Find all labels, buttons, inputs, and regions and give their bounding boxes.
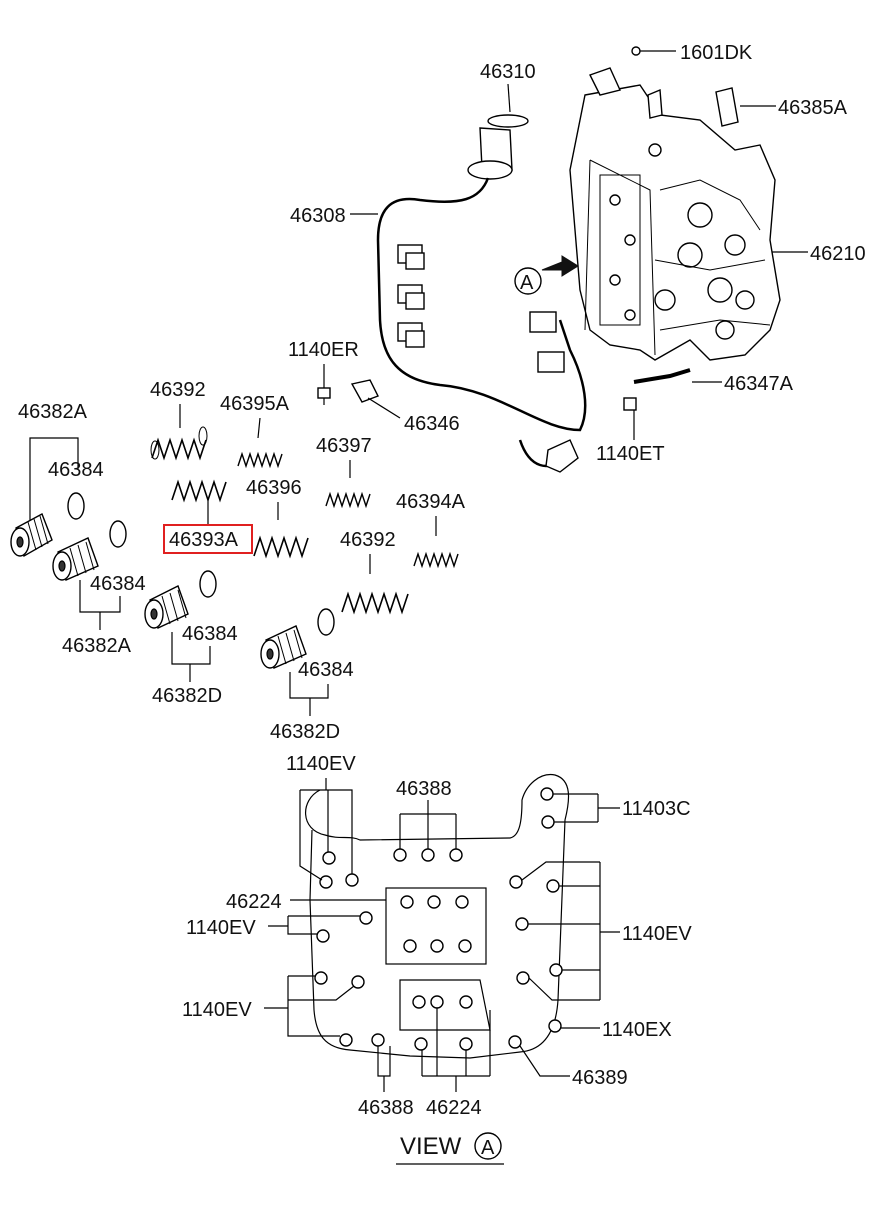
view-arrow-icon <box>541 255 579 277</box>
spring-46394a-icon <box>413 551 459 569</box>
label-1140EV-right: 1140EV <box>622 923 692 945</box>
label-46397: 46397 <box>316 435 372 457</box>
spool-46382a-lower-icon <box>52 537 99 581</box>
label-46394A: 46394A <box>396 491 466 513</box>
view-a-callout-circle <box>514 267 542 295</box>
label-1140EV-top: 1140EV <box>286 753 356 775</box>
label-46385A: 46385A <box>778 97 848 119</box>
label-46210: 46210 <box>810 243 866 265</box>
label-46347A: 46347A <box>724 373 794 395</box>
spring-46396-icon <box>253 535 309 559</box>
wiring-harness-46308 <box>376 177 587 432</box>
washer-46384-a-icon <box>67 492 85 520</box>
label-46392-upper: 46392 <box>150 379 206 401</box>
bolt-1140er-icon <box>317 387 331 399</box>
view-caption-letter: A <box>481 1137 495 1159</box>
washer-46384-b-icon <box>109 520 127 548</box>
label-46388-top: 46388 <box>396 778 452 800</box>
label-46382A-upper: 46382A <box>18 401 88 423</box>
spring-46392-lower-icon <box>341 591 409 615</box>
label-46392-lower: 46392 <box>340 529 396 551</box>
label-46384-right: 46384 <box>298 659 354 681</box>
label-A-callout: A <box>520 272 534 294</box>
washer-46384-d-icon <box>317 608 335 636</box>
valve-body-assembly <box>569 67 781 361</box>
label-1140EX: 1140EX <box>602 1019 672 1041</box>
label-46389: 46389 <box>572 1067 628 1089</box>
label-46310: 46310 <box>480 61 536 83</box>
label-46382A-lower: 46382A <box>62 635 132 657</box>
view-caption-text: VIEW <box>400 1133 462 1160</box>
label-46395A: 46395A <box>220 393 290 415</box>
washer-46384-c-icon <box>199 570 217 598</box>
label-1140EV-left-upper: 1140EV <box>186 917 256 939</box>
view-caption-circle <box>474 1132 502 1160</box>
o-ring-46310-icon <box>487 114 529 128</box>
spool-46382d-lower-icon <box>260 625 307 669</box>
label-1140ER: 1140ER <box>288 339 359 361</box>
clip-46385a-icon <box>715 87 739 127</box>
label-46346: 46346 <box>404 413 460 435</box>
spring-46392-upper-icon <box>150 426 208 461</box>
label-46224-bottom: 46224 <box>426 1097 482 1119</box>
bracket-46346-icon <box>350 379 379 403</box>
label-46384-lower-left: 46384 <box>90 573 146 595</box>
spool-46382d-upper-icon <box>144 585 189 629</box>
spring-46393a-icon <box>171 479 227 503</box>
label-46224-left: 46224 <box>226 891 282 913</box>
label-46393A: 46393A <box>169 529 239 551</box>
label-46388-bottom: 46388 <box>358 1097 414 1119</box>
connector-46308-end-icon <box>545 439 579 473</box>
bolt-1140et-icon <box>623 397 637 411</box>
label-46384-mid: 46384 <box>182 623 238 645</box>
label-1140ET: 1140ET <box>596 443 665 465</box>
plug-1601dk-icon <box>631 46 641 56</box>
label-46308: 46308 <box>290 205 346 227</box>
label-11403C: 11403C <box>622 798 691 820</box>
label-46384-upper-left: 46384 <box>48 459 104 481</box>
label-46382D-lower: 46382D <box>270 721 340 743</box>
highlight-box-46393A <box>163 524 253 554</box>
spool-46382a-upper-icon <box>10 513 53 558</box>
spring-46397-icon <box>325 491 371 509</box>
label-1601DK: 1601DK <box>680 42 753 64</box>
tube-46347a-icon <box>633 368 691 384</box>
label-46382D-upper: 46382D <box>152 685 222 707</box>
label-46396: 46396 <box>246 477 302 499</box>
label-1140EV-left-lower: 1140EV <box>182 999 252 1021</box>
spring-46395a-icon <box>237 451 283 469</box>
